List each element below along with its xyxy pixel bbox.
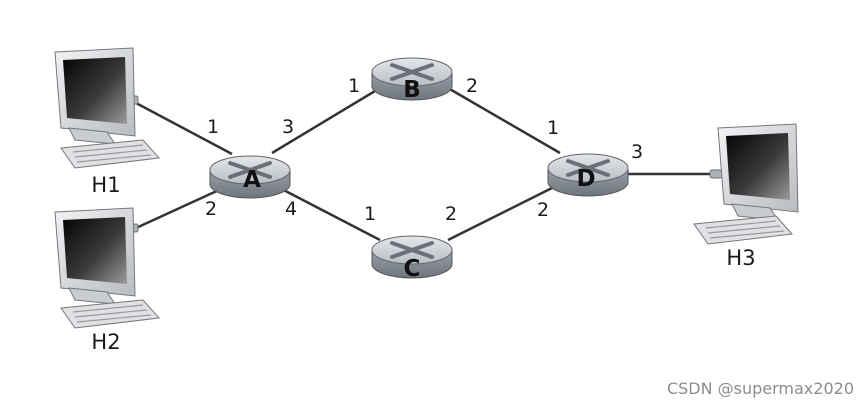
port-label-a-c: 4	[285, 198, 297, 220]
port-label-a-h1: 1	[207, 116, 219, 138]
host-h1-label: H1	[91, 173, 120, 197]
port-label-a-b: 3	[282, 116, 294, 138]
host-h2-label: H2	[91, 330, 120, 354]
port-label-b-a: 1	[348, 75, 360, 97]
router-c-label: C	[404, 256, 421, 282]
router-d-label: D	[576, 166, 595, 192]
watermark: CSDN @supermax2020	[667, 379, 854, 398]
router-a-label: A	[243, 167, 261, 193]
host-h2-computer-icon	[55, 208, 159, 328]
port-label-c-a: 1	[364, 203, 376, 225]
port-label-d-c: 2	[537, 199, 549, 221]
host-h3-label: H3	[726, 246, 755, 270]
port-label-d-h3: 3	[631, 141, 643, 163]
link-b-d	[448, 88, 560, 153]
port-label-b-d: 2	[466, 75, 478, 97]
port-label-a-h2: 2	[205, 198, 217, 220]
h3-port-connector	[710, 170, 722, 178]
port-label-c-d: 2	[445, 203, 457, 225]
router-b-label: B	[403, 77, 421, 103]
port-label-d-b: 1	[547, 117, 559, 139]
host-h3-computer-icon	[694, 124, 798, 244]
